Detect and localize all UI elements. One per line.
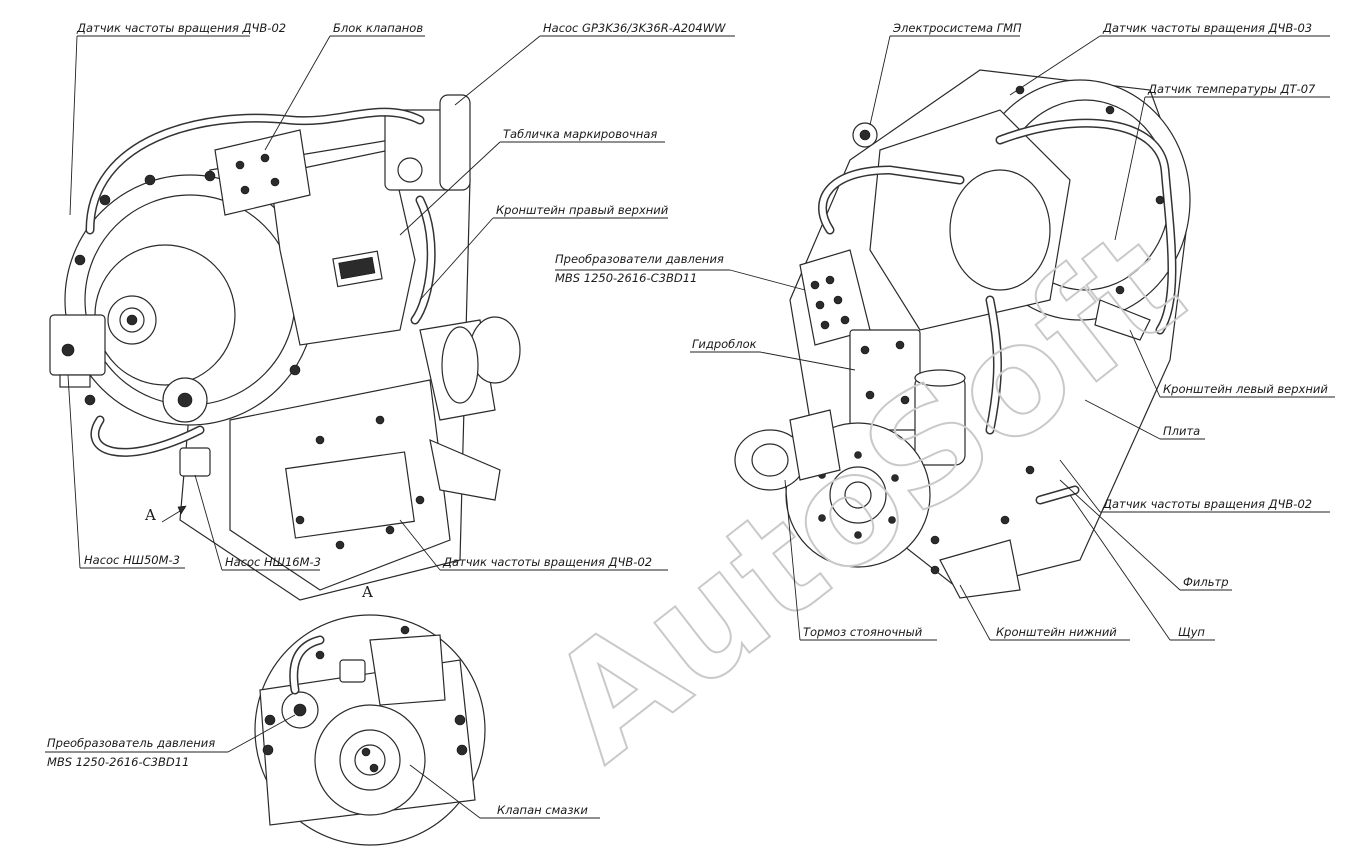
- label-bracket-left-upper: Кронштейн левый верхний: [1163, 382, 1328, 396]
- label-lube-valve: Клапан смазки: [497, 803, 588, 817]
- label-valve-block: Блок клапанов: [333, 21, 423, 35]
- view-a-detail-title: A: [361, 583, 373, 601]
- label-pressure-transducers-line2: MBS 1250-2616-C3BD11: [555, 271, 697, 285]
- label-parking-brake: Тормоз стояночный: [803, 625, 923, 639]
- leader-lines: [45, 35, 1335, 819]
- label-plate: Плита: [1163, 424, 1200, 438]
- label-electrosystem: Электросистема ГМП: [892, 21, 1022, 35]
- label-speed-sensor-dchv02-right: Датчик частоты вращения ДЧВ-02: [1102, 497, 1312, 511]
- label-pump-nsh50: Насос НШ50М-3: [84, 553, 180, 567]
- label-speed-sensor-dchv02-bottom: Датчик частоты вращения ДЧВ-02: [442, 555, 652, 569]
- label-filter: Фильтр: [1183, 575, 1229, 589]
- label-dipstick: Щуп: [1178, 625, 1205, 639]
- right-transmission-drawing: [734, 69, 1191, 599]
- label-bracket-right-upper: Кронштейн правый верхний: [496, 203, 669, 217]
- left-transmission-drawing: [49, 94, 521, 601]
- label-pressure-transducers-line1: Преобразователи давления: [555, 252, 724, 266]
- callout-labels: Датчик частоты вращения ДЧВ-02 Блок клап…: [47, 21, 1328, 817]
- label-bracket-lower: Кронштейн нижний: [996, 625, 1117, 639]
- detail-view-a: [254, 614, 486, 846]
- label-pressure-transducer-line2: MBS 1250-2616-C3BD11: [47, 755, 189, 769]
- label-marking-plate: Табличка маркировочная: [503, 127, 657, 141]
- label-speed-sensor-dchv03: Датчик частоты вращения ДЧВ-03: [1102, 21, 1312, 35]
- label-pressure-transducer-line1: Преобразователь давления: [47, 736, 215, 750]
- label-hydroblock: Гидроблок: [692, 337, 757, 351]
- label-speed-sensor-dchv02-top: Датчик частоты вращения ДЧВ-02: [76, 21, 286, 35]
- label-temp-sensor: Датчик температуры ДТ-07: [1147, 82, 1316, 96]
- view-a-arrow-label: A: [144, 506, 156, 524]
- label-pump-nsh16: Насос НШ16М-3: [225, 555, 321, 569]
- label-pump-gp: Насос GP3K36/3K36R-A204WW: [543, 21, 726, 35]
